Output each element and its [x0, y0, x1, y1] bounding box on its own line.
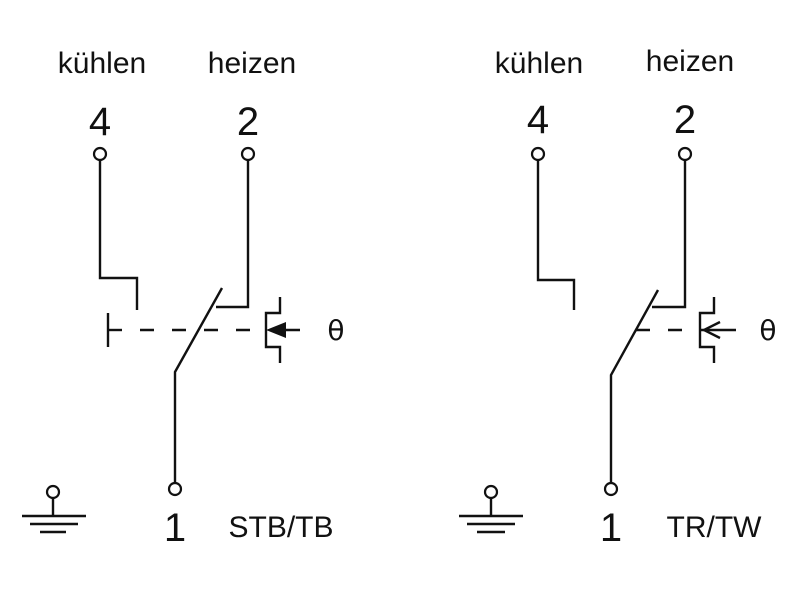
right-label-kuehlen: kühlen [495, 47, 583, 80]
right-ground-icon [459, 484, 523, 534]
right-schematic: kühlen heizen 4 2 θ 1 TR/TW [459, 45, 777, 550]
right-terminal-number-1: 1 [600, 506, 622, 550]
left-terminal-4-icon [92, 146, 108, 162]
right-device-label: TR/TW [667, 511, 763, 544]
left-terminal-1-icon [167, 481, 183, 497]
left-cool-contact-wire [98, 160, 139, 310]
right-label-heizen: heizen [646, 45, 734, 78]
left-heat-contact-wire [216, 160, 250, 309]
right-heat-contact-wire [652, 160, 687, 309]
right-cool-contact-wire [536, 160, 576, 310]
right-terminal-number-4: 4 [527, 98, 549, 142]
right-switch-blade [609, 289, 660, 483]
right-sensor-arrow-icon [701, 320, 721, 340]
right-terminal-number-2: 2 [674, 98, 696, 142]
right-terminal-1-icon [603, 481, 619, 497]
left-ground-icon [22, 484, 86, 534]
left-theta-symbol: θ [327, 314, 344, 347]
left-terminal-number-1: 1 [164, 506, 186, 550]
right-terminal-2-icon [677, 146, 693, 162]
left-label-heizen: heizen [208, 47, 296, 80]
left-schematic: kühlen heizen 4 2 θ 1 STB/TB [22, 47, 345, 550]
left-device-label: STB/TB [228, 511, 333, 544]
left-sensor-arrow-icon [266, 322, 286, 338]
left-terminal-number-4: 4 [89, 100, 111, 144]
left-terminal-number-2: 2 [237, 100, 259, 144]
left-label-kuehlen: kühlen [58, 47, 146, 80]
left-switch-blade [173, 287, 224, 483]
right-theta-symbol: θ [759, 314, 776, 347]
right-terminal-4-icon [530, 146, 546, 162]
left-terminal-2-icon [240, 146, 256, 162]
